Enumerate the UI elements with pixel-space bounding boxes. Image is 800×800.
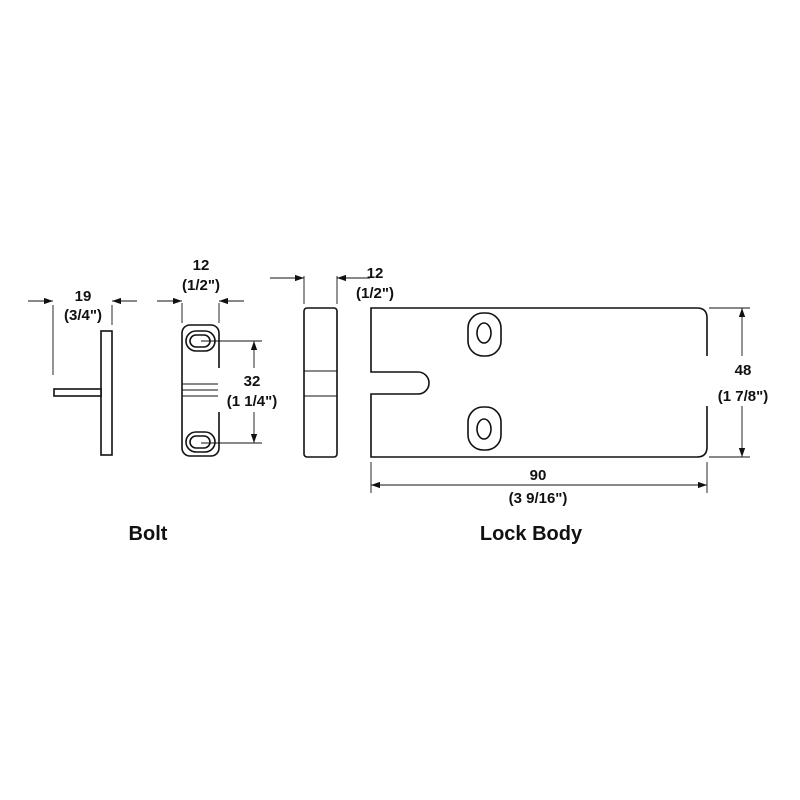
bolt-front-width-metric: 12 — [193, 257, 210, 274]
lock-front-view: 48 (1 7/8") 90 (3 9/16") — [370, 307, 783, 507]
slot-hole-inner — [189, 435, 211, 449]
lock-height-metric: 48 — [735, 362, 752, 379]
bolt-front-width-imperial: (1/2") — [182, 277, 220, 294]
lock-side-width-imperial: (1/2") — [356, 285, 394, 302]
bolt-front-view: 12 (1/2") 32 (1 1/4") — [157, 257, 288, 457]
lock-side-view: 12 (1/2") — [270, 265, 394, 458]
label-backdrop — [218, 368, 288, 412]
bolt-caption: Bolt — [129, 523, 168, 545]
lock-side-width-metric: 12 — [367, 265, 384, 282]
lock-height-imperial: (1 7/8") — [718, 388, 768, 405]
bolt-side-width-imperial: (3/4") — [64, 307, 102, 324]
bolt-hole-spacing-imperial: (1 1/4") — [227, 393, 277, 410]
mounting-hole-inner — [476, 322, 492, 344]
lock-body-caption: Lock Body — [480, 523, 583, 545]
lock-body-plate — [370, 307, 708, 458]
bolt-side-view: 19 (3/4") — [28, 288, 137, 456]
label-backdrop — [705, 356, 783, 406]
label-backdrop — [504, 465, 574, 483]
lock-side-block — [303, 307, 338, 458]
mounting-hole-inner — [476, 418, 492, 440]
bolt-side-width-metric: 19 — [75, 288, 92, 305]
lock-length-imperial: (3 9/16") — [509, 490, 568, 507]
bolt-hole-spacing-metric: 32 — [244, 373, 261, 390]
bolt-plate — [100, 330, 113, 456]
lock-length-metric: 90 — [530, 467, 547, 484]
bolt-pin — [53, 388, 102, 397]
